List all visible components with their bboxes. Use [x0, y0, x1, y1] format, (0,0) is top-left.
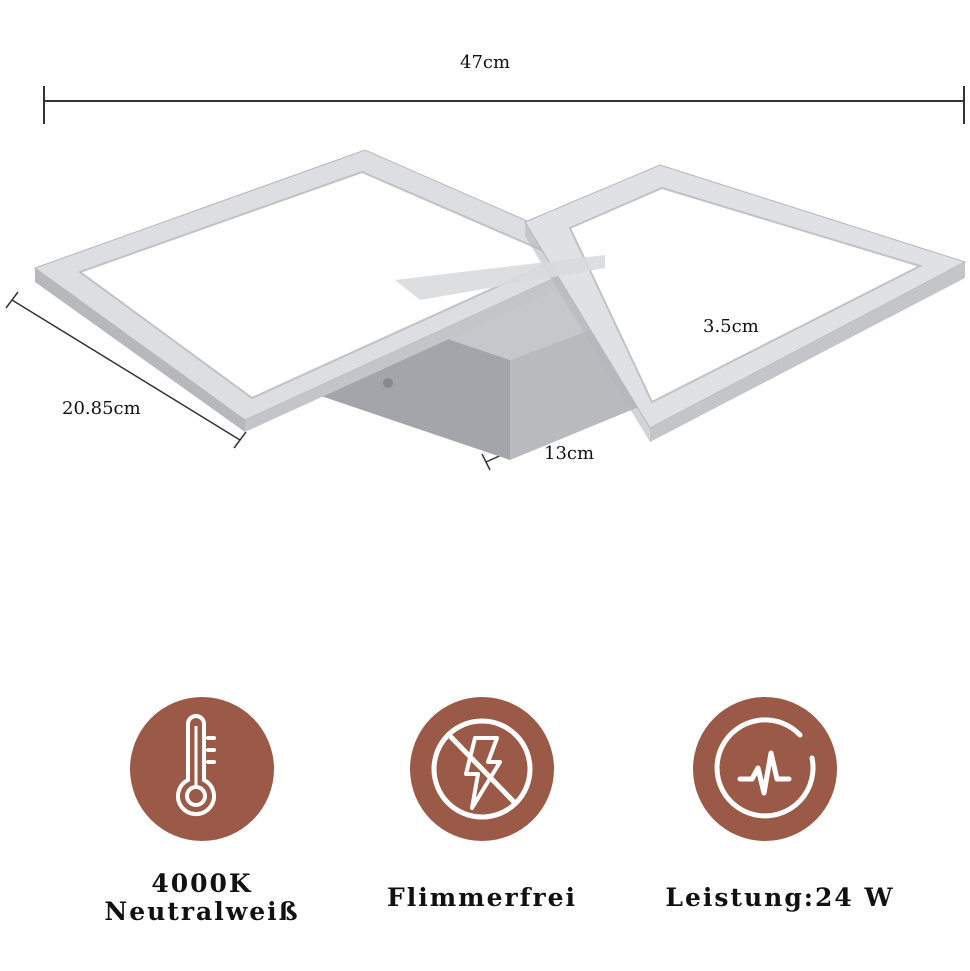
width-label: 47cm: [460, 52, 511, 73]
feature-color-temperature: 4000K Neutralweiß: [82, 870, 322, 926]
feature-flicker-free: Flimmerfrei: [362, 884, 602, 912]
left-square-frame: [33, 149, 607, 432]
base-label: 13cm: [544, 443, 595, 464]
feature-line1: Leistung:24 W: [665, 883, 895, 912]
depth-dimension-line: [5, 291, 247, 449]
power-pulse-icon: [693, 697, 837, 841]
feature-line2: Neutralweiß: [104, 897, 300, 926]
depth-label: 20.85cm: [62, 398, 141, 419]
thermometer-icon: [130, 697, 274, 841]
right-square-frame: [524, 164, 967, 442]
no-flicker-icon: [410, 697, 554, 841]
feature-line1: 4000K: [151, 869, 253, 898]
feature-power: Leistung:24 W: [630, 884, 930, 912]
height-label: 3.5cm: [703, 316, 759, 337]
width-dimension-line: [43, 86, 965, 124]
feature-line1: Flimmerfrei: [386, 883, 578, 912]
